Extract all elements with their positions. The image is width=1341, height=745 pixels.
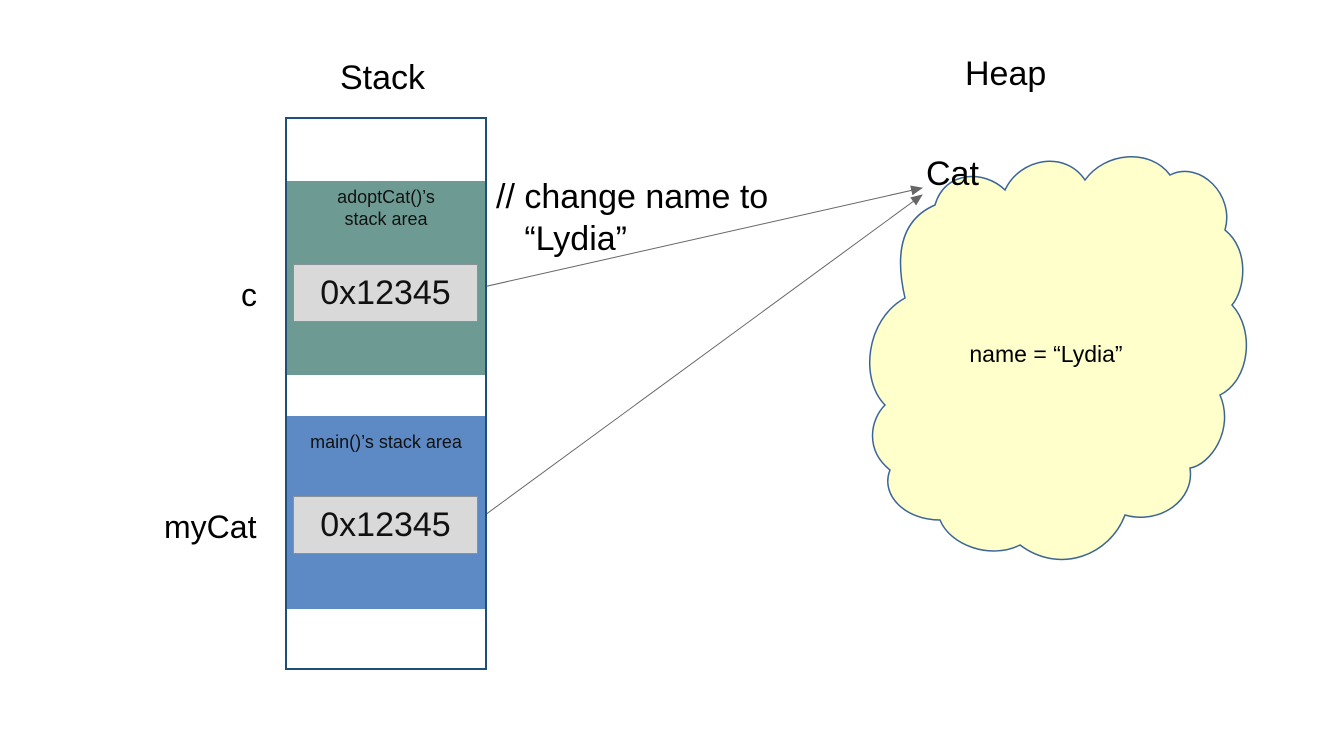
pointer-arrow-mycat (469, 194, 923, 527)
stack-column: adoptCat()’s stack area 0x12345 main()’s… (285, 117, 487, 670)
adoptcat-frame-label: adoptCat()’s stack area (337, 187, 435, 229)
heap-title: Heap (965, 55, 1047, 93)
main-stack-frame: main()’s stack area 0x12345 (287, 416, 485, 609)
heap-object-class-label: Cat (926, 155, 979, 193)
reference-value-c: 0x12345 (293, 264, 478, 322)
heap-object-field: name = “Lydia” (969, 341, 1123, 367)
variable-label-c: c (241, 277, 257, 313)
change-name-comment: // change name to “Lydia” (496, 178, 769, 258)
adoptcat-stack-frame: adoptCat()’s stack area 0x12345 (287, 181, 485, 375)
reference-value-mycat: 0x12345 (293, 496, 478, 554)
heap-cloud-icon (868, 155, 1248, 561)
stack-title: Stack (340, 59, 426, 97)
pointer-arrow-c (469, 185, 923, 291)
variable-label-mycat: myCat (164, 509, 257, 545)
main-frame-label: main()’s stack area (310, 432, 462, 452)
